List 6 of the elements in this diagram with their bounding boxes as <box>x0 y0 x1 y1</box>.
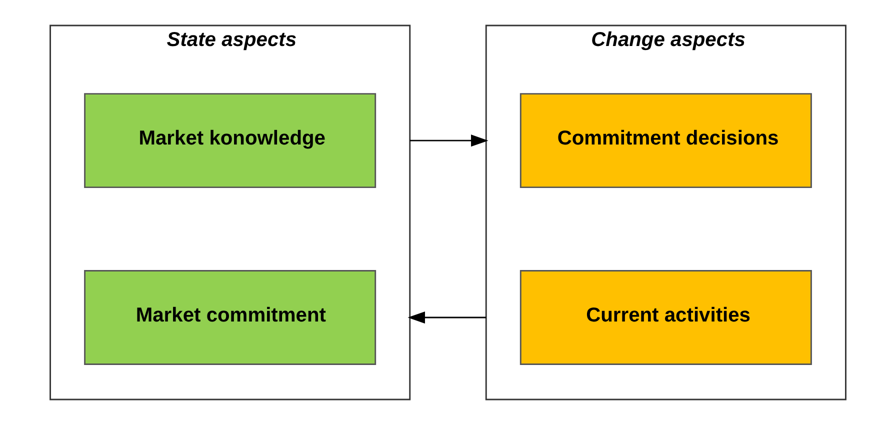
node-box: Market konowledge <box>84 93 376 188</box>
arrow <box>410 134 488 147</box>
node-box: Market commitment <box>84 270 376 365</box>
node-box: Current activities <box>520 270 812 365</box>
arrow <box>408 311 486 324</box>
node-box: Commitment decisions <box>520 93 812 188</box>
